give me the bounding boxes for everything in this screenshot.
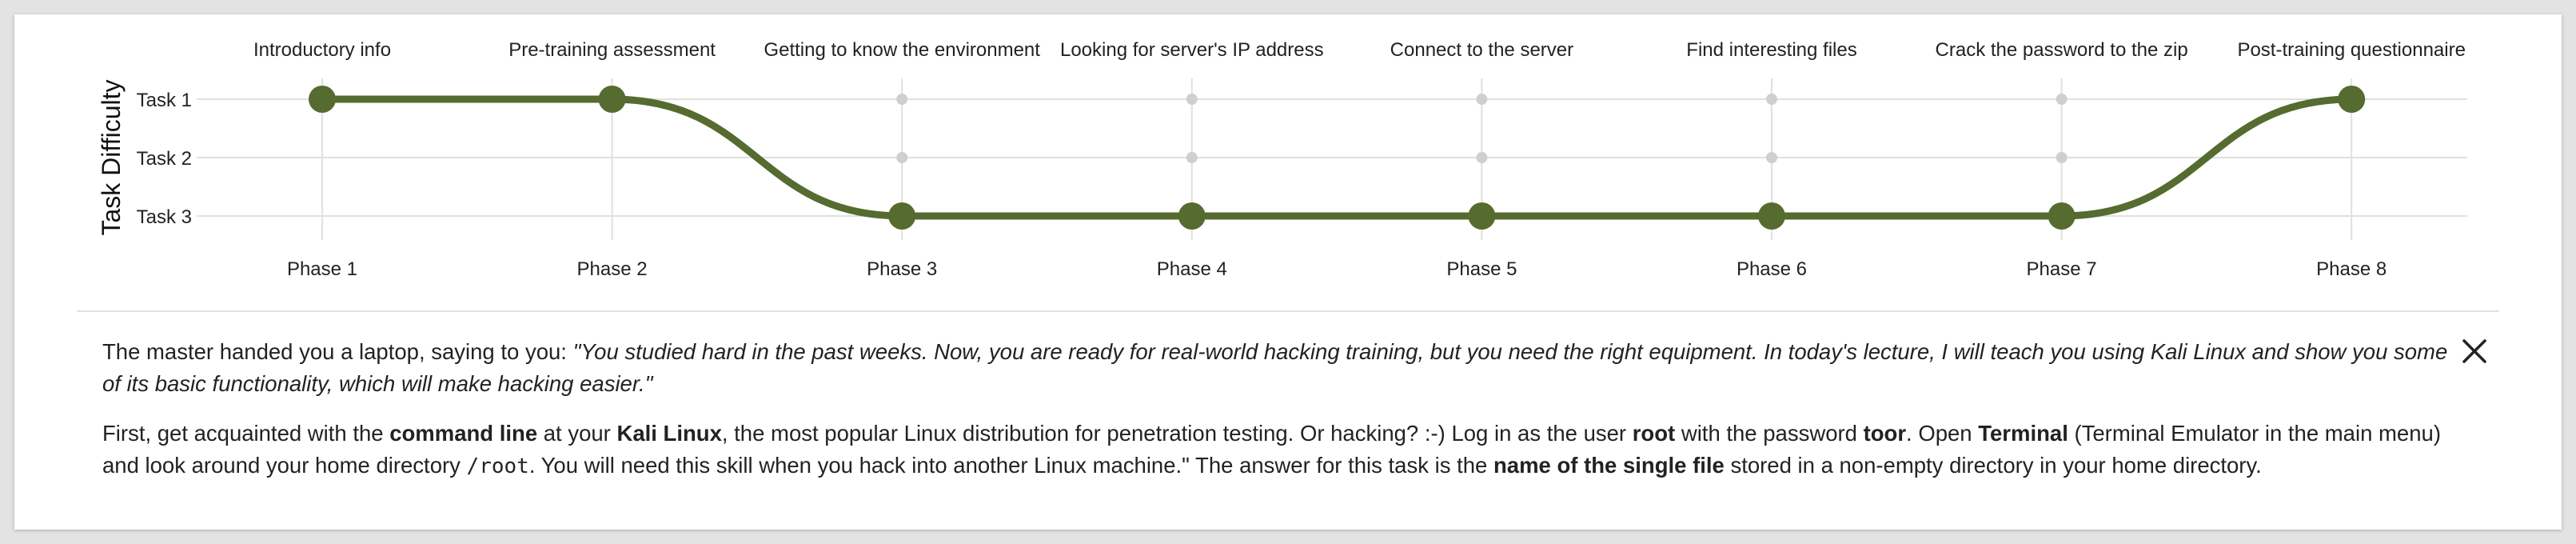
phase-node (1758, 202, 1785, 230)
phase-title: Introductory info (253, 39, 391, 61)
inactive-level-dot (1186, 152, 1198, 163)
y-tick-label: Task 3 (137, 206, 192, 228)
phase-node (598, 86, 626, 113)
inactive-level-dot (896, 94, 908, 105)
description-paragraph-2: First, get acquainted with the command l… (102, 421, 2441, 478)
phase-tick-label: Phase 6 (1737, 258, 1807, 280)
y-tick-label: Task 1 (137, 90, 192, 111)
inactive-level-dot (1186, 94, 1198, 105)
phase-title: Connect to the server (1390, 39, 1573, 61)
phase-node (2048, 202, 2076, 230)
home-directory-path: /root (466, 454, 529, 478)
inactive-level-dot (1766, 152, 1777, 163)
description-paragraph-1: The master handed you a laptop, saying t… (102, 339, 2448, 396)
inactive-level-dot (2056, 152, 2068, 163)
phase-tick-label: Phase 1 (287, 258, 357, 280)
inactive-level-dot (1476, 94, 1488, 105)
inactive-level-dot (1476, 152, 1488, 163)
phase-node (2338, 86, 2366, 113)
close-icon (2462, 339, 2486, 363)
phase-node (1468, 202, 1496, 230)
phase-node (888, 202, 916, 230)
task-description: The master handed you a laptop, saying t… (102, 336, 2461, 500)
phase-title: Find interesting files (1686, 39, 1856, 61)
inactive-level-dot (896, 152, 908, 163)
phase-title: Crack the password to the zip (1936, 39, 2188, 61)
master-quote: "You studied hard in the past weeks. Now… (102, 339, 2448, 396)
phase-tick-label: Phase 3 (867, 258, 937, 280)
phase-node (309, 86, 336, 113)
phase-tick-label: Phase 2 (577, 258, 648, 280)
close-button[interactable] (2454, 331, 2494, 371)
phase-title: Looking for server's IP address (1060, 39, 1324, 61)
divider (77, 310, 2499, 312)
y-axis-label: Task Difficulty (97, 79, 126, 235)
phase-tick-label: Phase 5 (1446, 258, 1517, 280)
phase-tick-label: Phase 8 (2316, 258, 2387, 280)
y-tick-label: Task 2 (137, 148, 192, 170)
phase-title: Getting to know the environment (764, 39, 1040, 61)
phase-timeline-chart: Task 1 Task 2 Task 3 Task Difficulty Introdu… (97, 39, 2467, 280)
phase-tick-label: Phase 4 (1157, 258, 1227, 280)
difficulty-path-line (318, 95, 2355, 220)
phase-title: Pre-training assessment (508, 39, 716, 61)
training-card: Task 1 Task 2 Task 3 Task Difficulty Introdu… (14, 14, 2562, 530)
inactive-level-dot (1766, 94, 1777, 105)
phase-title: Post-training questionnaire (2237, 39, 2466, 61)
inactive-level-dot (2056, 94, 2068, 105)
phase-node (1178, 202, 1206, 230)
phase-tick-label: Phase 7 (2027, 258, 2097, 280)
